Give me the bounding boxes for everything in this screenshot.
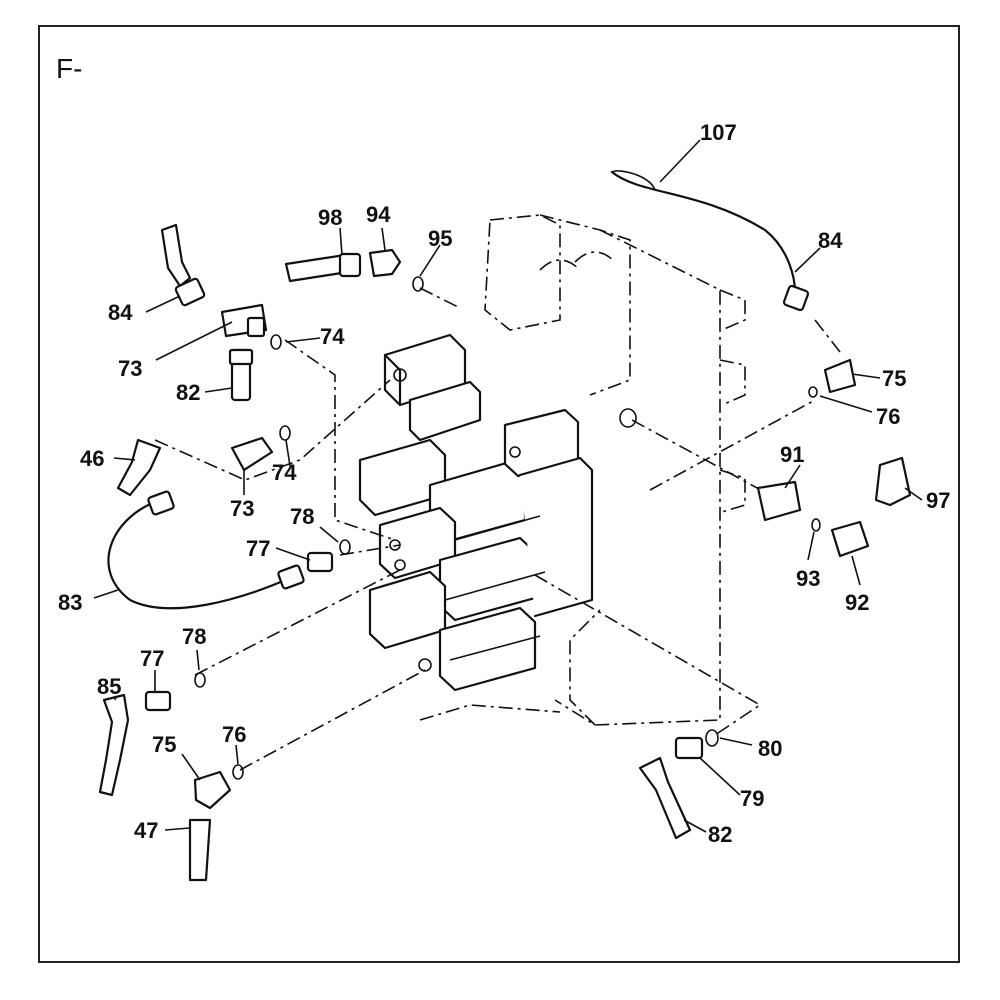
- callout-107: 107: [700, 120, 737, 145]
- callout-78-upper: 78: [290, 504, 314, 529]
- callout-75-lower: 75: [152, 732, 176, 757]
- callout-74-lower: 74: [272, 460, 297, 485]
- fittings-and-hoses: [98, 170, 912, 882]
- callout-76-right: 76: [876, 404, 900, 429]
- callout-91: 91: [780, 442, 804, 467]
- callout-92: 92: [845, 590, 869, 615]
- callout-97: 97: [926, 488, 950, 513]
- callout-78-lower: 78: [182, 624, 206, 649]
- callout-77-lower: 77: [140, 646, 164, 671]
- callout-85: 85: [97, 674, 121, 699]
- callout-80: 80: [758, 736, 782, 761]
- callout-95: 95: [428, 226, 452, 251]
- callout-94: 94: [366, 202, 391, 227]
- callout-47: 47: [134, 818, 158, 843]
- callout-83: 83: [58, 590, 82, 615]
- callout-73-lower: 73: [230, 496, 254, 521]
- callout-74-upper: 74: [320, 324, 345, 349]
- callout-98: 98: [318, 205, 342, 230]
- callout-labels: 107 84 98 94 95 84 73 74 82 75 76 46 74 …: [58, 120, 950, 847]
- callout-82-left: 82: [176, 380, 200, 405]
- callout-75-right: 75: [882, 366, 906, 391]
- callout-84-right: 84: [818, 228, 843, 253]
- callout-76-lower: 76: [222, 722, 246, 747]
- callout-73-upper: 73: [118, 356, 142, 381]
- leader-lines: [93, 139, 923, 833]
- callout-79: 79: [740, 786, 764, 811]
- callout-46: 46: [80, 446, 104, 471]
- page-code: F-: [56, 53, 82, 84]
- callout-77-upper: 77: [246, 536, 270, 561]
- callout-93: 93: [796, 566, 820, 591]
- callout-84-left: 84: [108, 300, 133, 325]
- callout-82-right: 82: [708, 822, 732, 847]
- assembly-center-lines: [154, 287, 841, 771]
